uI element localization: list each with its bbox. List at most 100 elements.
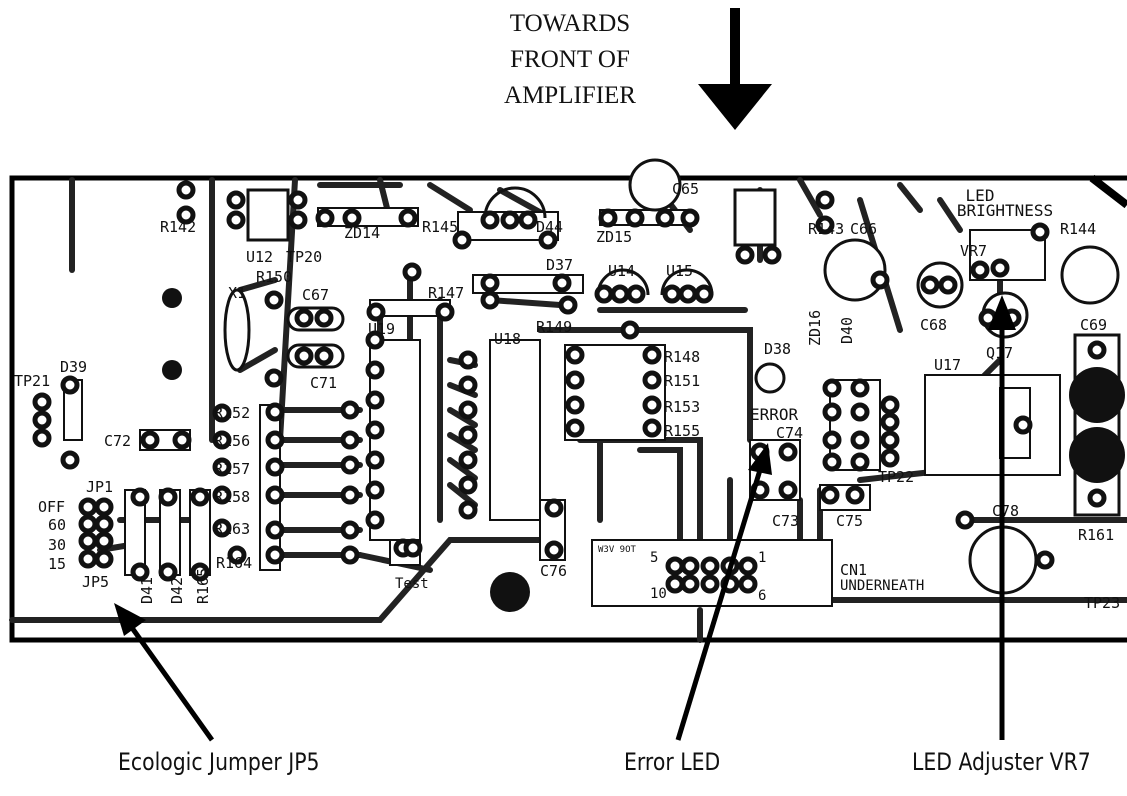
designator-r147: R147: [428, 284, 464, 302]
pad: [680, 556, 700, 576]
test-label: Test: [395, 576, 429, 592]
pad: [1030, 222, 1050, 242]
designator-r153: R153: [664, 398, 700, 416]
designator-r164: R164: [216, 554, 252, 572]
designator-tp20: TP20: [286, 248, 322, 266]
pad: [822, 402, 842, 422]
pad: [735, 245, 755, 265]
pad: [265, 402, 285, 422]
pad: [1013, 415, 1033, 435]
pad: [458, 475, 478, 495]
error-label: ERROR: [750, 405, 799, 424]
designator-d41: D41: [138, 577, 156, 604]
pad: [60, 375, 80, 395]
designator-c78: C78: [992, 502, 1019, 520]
pad: [665, 574, 685, 594]
pad: [227, 545, 247, 565]
pad: [845, 485, 865, 505]
designator-c65: C65: [672, 180, 699, 198]
designator-d40: D40: [838, 317, 856, 344]
pad: [78, 497, 98, 517]
pad: [458, 400, 478, 420]
pad: [738, 574, 758, 594]
pad: [822, 452, 842, 472]
pad: [403, 538, 423, 558]
pad: [538, 230, 558, 250]
pad: [288, 210, 308, 230]
pad: [544, 498, 564, 518]
pad: [458, 450, 478, 470]
designator-r145: R145: [422, 218, 458, 236]
designator-r158: R158: [214, 488, 250, 506]
cn1-mirror-text: W3V 9OT: [598, 545, 637, 555]
pad: [176, 180, 196, 200]
jp5-label: JP5: [82, 573, 109, 591]
pad: [32, 410, 52, 430]
designator-d44: D44: [536, 218, 563, 236]
pad: [778, 480, 798, 500]
pad: [458, 425, 478, 445]
cn1-pin10: 10: [650, 586, 667, 602]
pad: [340, 485, 360, 505]
designator-c74: C74: [776, 424, 803, 442]
pad: [264, 290, 284, 310]
designator-c67: C67: [302, 286, 329, 304]
designator-c76: C76: [540, 562, 567, 580]
pad: [822, 378, 842, 398]
pad: [565, 418, 585, 438]
pad: [700, 574, 720, 594]
pad: [565, 345, 585, 365]
pad: [212, 518, 232, 538]
pad: [365, 420, 385, 440]
pad: [78, 514, 98, 534]
pad: [226, 210, 246, 230]
pad: [78, 531, 98, 551]
pad: [314, 308, 334, 328]
callout-jumper-jp5: Ecologic Jumper JP5: [118, 748, 320, 776]
cn1-pin5: 5: [650, 550, 658, 566]
pad: [340, 545, 360, 565]
pad: [480, 210, 500, 230]
callout-error-led: Error LED: [624, 748, 721, 776]
pad: [955, 510, 975, 530]
pad: [32, 428, 52, 448]
pad: [212, 430, 232, 450]
pad: [990, 258, 1010, 278]
designator-d39: D39: [60, 358, 87, 376]
pads: [32, 180, 1107, 594]
pad: [158, 487, 178, 507]
pad: [365, 330, 385, 350]
designator-r151: R151: [664, 372, 700, 390]
designator-r150: R150: [256, 268, 292, 286]
designator-c72: C72: [104, 432, 131, 450]
pad: [642, 395, 662, 415]
pad: [642, 418, 662, 438]
pad: [226, 190, 246, 210]
cn1-pin6: 6: [758, 588, 766, 604]
pad: [694, 284, 714, 304]
pad: [665, 556, 685, 576]
jp-60-label: 60: [48, 516, 66, 534]
designator-c71: C71: [310, 374, 337, 392]
designator-zd15: ZD15: [596, 228, 632, 246]
designator-r155: R155: [664, 422, 700, 440]
pad: [480, 290, 500, 310]
pad: [480, 273, 500, 293]
pad: [850, 378, 870, 398]
pad: [402, 262, 422, 282]
pad: [458, 375, 478, 395]
pad: [190, 487, 210, 507]
designator-r165: R165: [194, 568, 212, 604]
pad: [1087, 488, 1107, 508]
pad: [190, 562, 210, 582]
pad: [130, 487, 150, 507]
designator-r149: R149: [536, 318, 572, 336]
designator-u19: U19: [368, 320, 395, 338]
pad: [850, 430, 870, 450]
jp1-label: JP1: [86, 478, 113, 496]
pad: [626, 284, 646, 304]
pad: [620, 320, 640, 340]
pad: [610, 284, 630, 304]
pad: [315, 208, 335, 228]
pad: [212, 457, 232, 477]
